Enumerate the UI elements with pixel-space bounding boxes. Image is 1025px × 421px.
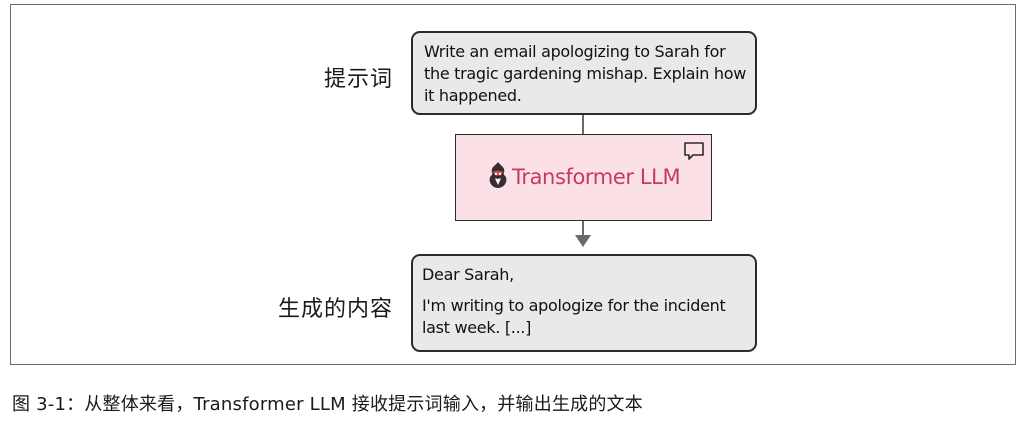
chat-bubble-icon [684, 142, 704, 160]
prompt-label: 提示词 [323, 67, 393, 92]
prompt-box: Write an email apologizing to Sarah for … [411, 31, 757, 115]
transformer-llm-box: Transformer LLM [455, 134, 712, 221]
output-greeting: Dear Sarah, [422, 265, 514, 284]
arrow-down-icon [575, 235, 591, 247]
connector-line-top [582, 115, 584, 134]
output-body: I'm writing to apologize for the inciden… [422, 296, 726, 337]
connector-line-bottom [582, 221, 584, 237]
diagram-frame: 提示词 Write an email apologizing to Sarah … [10, 4, 1016, 365]
output-box: Dear Sarah, I'm writing to apologize for… [411, 254, 757, 352]
prompt-text: Write an email apologizing to Sarah for … [424, 42, 747, 105]
figure-caption: 图 3-1：从整体来看，Transformer LLM 接收提示词输入，并输出生… [12, 394, 643, 415]
llm-mascot-icon [489, 162, 507, 188]
output-label: 生成的内容 [277, 297, 393, 322]
transformer-llm-label: Transformer LLM [512, 165, 681, 189]
